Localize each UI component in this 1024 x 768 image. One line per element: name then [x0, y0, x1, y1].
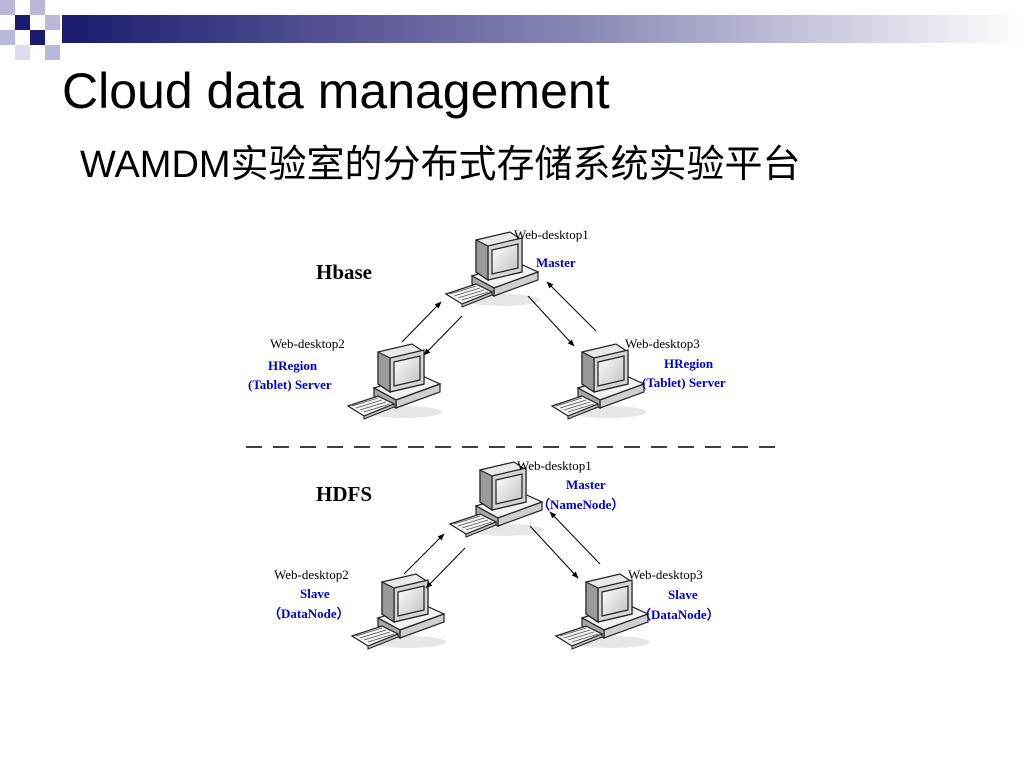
hbase-node1-role: Master: [536, 255, 576, 270]
hbase-section-label: Hbase: [316, 260, 372, 284]
hdfs-node2-computer-icon: [351, 573, 447, 650]
hdfs-node2-role-line2: （DataNode）: [268, 606, 350, 621]
hbase-node3-computer-icon: [551, 343, 647, 420]
hbase-arrow-1-to-3: [527, 295, 575, 347]
hbase-node2-name: Web-desktop2: [270, 336, 345, 351]
hbase-arrow-2-to-1: [423, 315, 463, 356]
deco-square: [45, 15, 60, 30]
hdfs-node3-role-line1: Slave: [668, 587, 698, 602]
header-gradient-bar: [62, 15, 1024, 43]
deco-square: [15, 15, 30, 30]
hdfs-node1-name: Web-desktop1: [517, 458, 592, 473]
deco-square: [0, 30, 15, 45]
hdfs-node2-name: Web-desktop2: [274, 567, 349, 582]
header-decoration: [0, 0, 1024, 60]
hbase-node3-role-line2: (Tablet) Server: [642, 375, 726, 390]
hdfs-node3-computer-icon: [555, 573, 651, 650]
hdfs-arrow-2-to-1: [425, 547, 466, 589]
hdfs-node1-computer-icon: [449, 461, 545, 538]
hdfs-arrow-1-to-3: [529, 525, 579, 579]
hdfs-node1-role-line1: Master: [566, 477, 606, 492]
hbase-node2-computer-icon: [347, 343, 443, 420]
hbase-node1-name: Web-desktop1: [514, 227, 589, 242]
hdfs-node3-name: Web-desktop3: [628, 567, 703, 582]
hdfs-arrow-1-to-2: [403, 533, 445, 575]
hbase-arrow-3-to-1: [546, 281, 597, 332]
hdfs-node3-role-line2: （DataNode）: [638, 607, 720, 622]
hbase-node2-role-line1: HRegion: [268, 358, 318, 373]
deco-square: [30, 0, 45, 15]
hbase-node1-computer-icon: [445, 231, 541, 308]
page-subtitle: WAMDM实验室的分布式存储系统实验平台: [80, 144, 801, 186]
deco-square: [15, 45, 30, 60]
hdfs-node2-role-line1: Slave: [300, 586, 330, 601]
deco-square: [0, 0, 15, 15]
hdfs-section-label: HDFS: [316, 482, 372, 506]
hdfs-node1-role-line2: （NameNode）: [537, 497, 624, 512]
deco-square: [45, 45, 60, 60]
hdfs-arrow-3-to-1: [549, 511, 601, 565]
hbase-node3-name: Web-desktop3: [625, 336, 700, 351]
page-title: Cloud data management: [62, 63, 610, 119]
deco-square: [30, 30, 45, 45]
hbase-arrow-1-to-2: [401, 301, 442, 343]
hbase-node3-role-line1: HRegion: [664, 356, 714, 371]
hbase-node2-role-line2: (Tablet) Server: [248, 377, 332, 392]
